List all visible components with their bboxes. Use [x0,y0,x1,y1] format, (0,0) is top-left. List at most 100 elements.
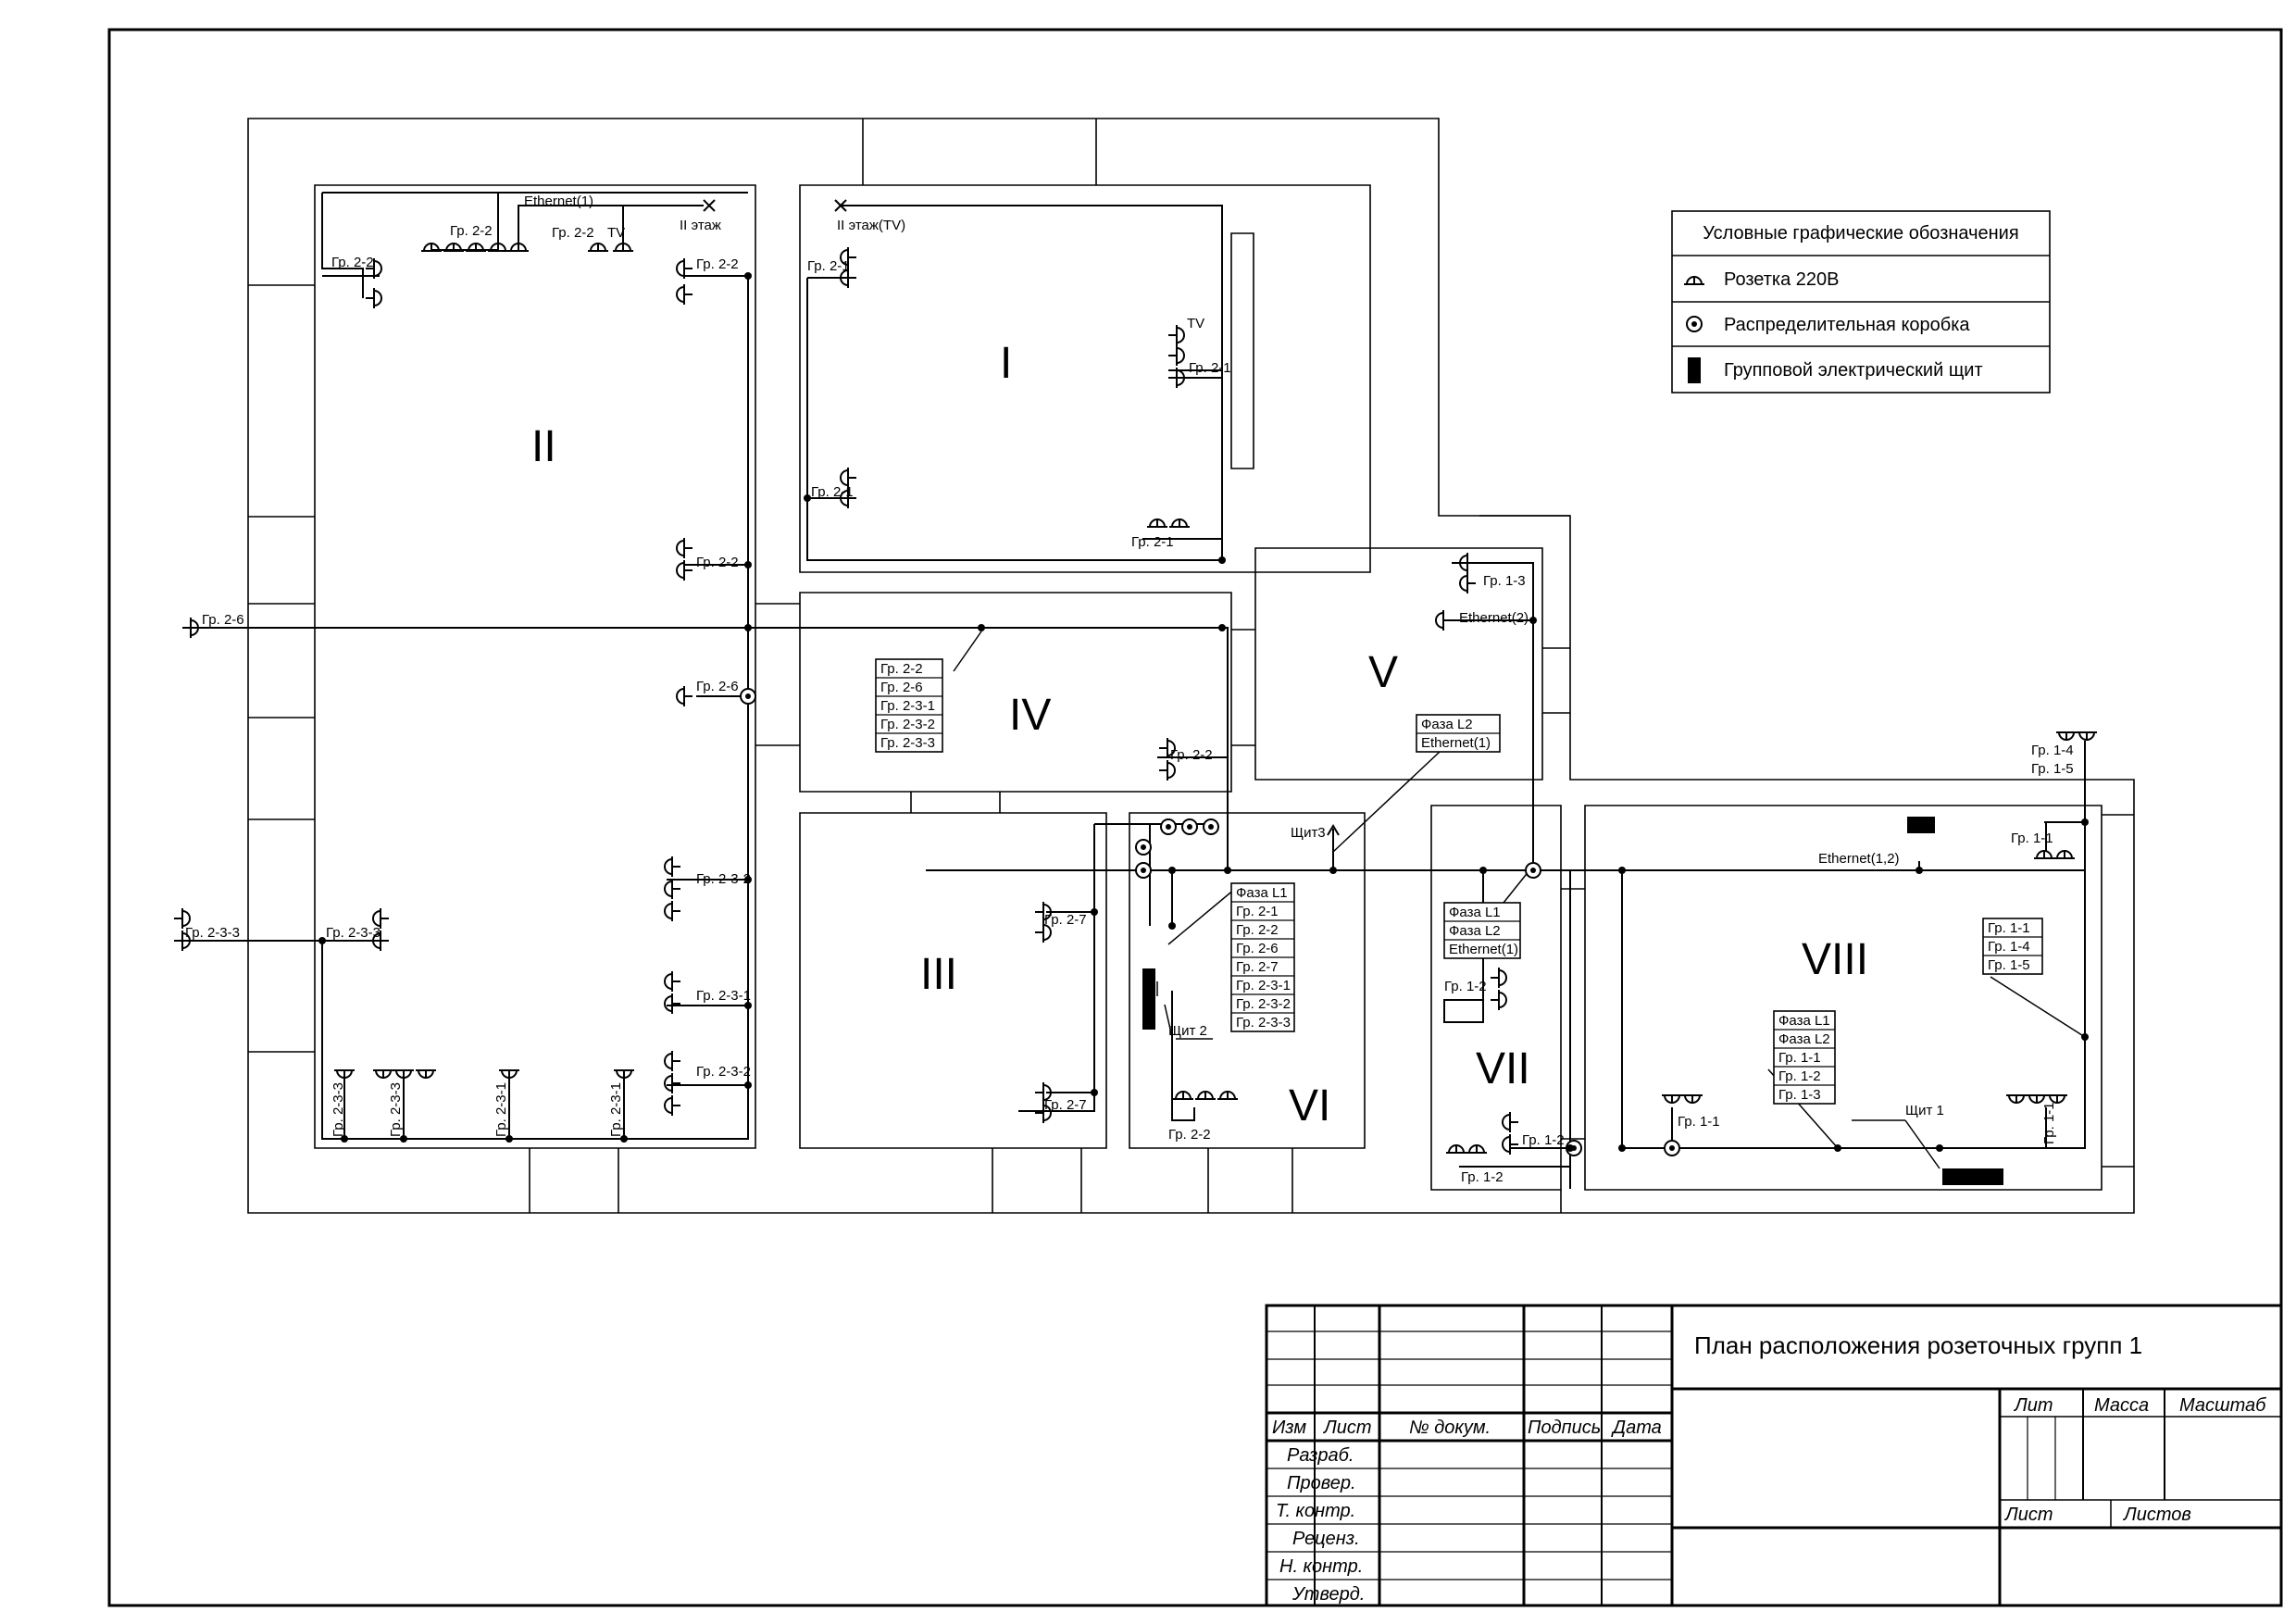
label-gr-2-1: Гр. 2-1 [1131,534,1174,550]
legend-junction-box: Распределительная коробка [1724,315,1970,335]
panel-ethernet-icon [1907,817,1935,833]
socket-icon [2033,849,2055,859]
label-gr-1-1: Гр. 1-1 [2041,1102,2057,1144]
label-tv: TV [1187,316,1204,331]
junction-box-icon [740,688,756,705]
label-gr-2-2: Гр. 2-2 [331,255,374,270]
label-floor2-tv: II этаж(TV) [837,218,905,233]
legend-socket: Розетка 220В [1724,269,1840,290]
legend: Условные графические обозначения Розетка… [1671,210,2051,394]
socket-icon [498,1069,520,1080]
label-gr-2-3-3: Гр. 2-3-3 [388,1082,404,1137]
socket-icon [415,1069,437,1080]
label-gr-1-2: Гр. 1-2 [1522,1132,1565,1148]
label-gr-1-3: Гр. 1-3 [1483,573,1526,589]
socket-icon [676,685,693,707]
label-panel-3: Щит3 [1291,825,1326,841]
socket-icon [1194,1090,1217,1100]
tag-row-label: Фаза L1 [1449,905,1501,920]
tag-row-label: Гр. 2-2 [880,661,923,677]
label-gr-2-3-3: Гр. 2-3-3 [326,925,381,941]
label-ethernet-2: Ethernet(2) [1459,610,1529,626]
tag-row-label: Гр. 2-3-1 [1236,978,1291,993]
label-gr-2-2: Гр. 2-2 [1168,1127,1211,1143]
cross-marks [703,199,1340,836]
tag-row-label: Гр. 1-1 [1778,1050,1821,1066]
socket-icon [420,242,443,252]
label-gr-2-7: Гр. 2-7 [1044,1097,1087,1113]
tag-row-label: Гр. 2-6 [1236,941,1279,956]
label-ethernet-1-2: Ethernet(1,2) [1818,851,1900,867]
socket-icon [612,242,634,252]
label-gr-1-2: Гр. 1-2 [1461,1169,1504,1185]
tag-row-label: Фаза L2 [1449,923,1501,939]
socket-icon [487,242,509,252]
label-gr-1-1: Гр. 1-1 [1678,1114,1720,1130]
socket-icon [1661,1094,1683,1105]
junction-box-icon [1160,818,1177,835]
junction-box-icon [1686,316,1703,332]
socket-icon [664,1094,681,1117]
title-block-text: План расположения розеточных групп 1 Изм… [1272,1331,2266,1605]
socket-icon [2053,849,2076,859]
socket-icon [1217,1090,1239,1100]
tag-row-label: Фаза L1 [1236,885,1288,901]
label-gr-1-1: Гр. 1-1 [2011,831,2053,846]
socket-icon [676,537,693,559]
socket-icon [664,1050,681,1072]
label-gr-2-3-1: Гр. 2-3-1 [493,1082,509,1137]
circuit-tag-tables: Гр. 2-2Гр. 2-6Гр. 2-3-1Гр. 2-3-2Гр. 2-3-… [875,658,2043,1105]
socket-icon [1459,572,1477,594]
sheet-frame [107,28,2283,1607]
socket-icon [1502,1111,1519,1133]
junction-box-icon [1525,862,1541,879]
socket-icon [1466,1143,1488,1154]
socket-icon [1158,759,1176,781]
socket-icon [676,559,693,581]
mass-header: Масса [2094,1395,2149,1416]
label-gr-2-2: Гр. 2-2 [450,223,493,239]
socket-icon [1683,275,1705,285]
socket-icon [1445,1143,1467,1154]
wiring-labels: Гр. 2-2 Гр. 2-2 Ethernet(1) Гр. 2-2 TV I… [185,194,2074,1185]
label-floor2: II этаж [680,218,721,233]
tag-table-iv [875,658,943,753]
socket-icon [664,878,681,900]
socket-icon [372,1069,394,1080]
socket-icon [1490,989,1507,1011]
label-gr-2-2: Гр. 2-2 [552,225,594,241]
label-gr-1-5: Гр. 1-5 [2031,761,2074,777]
socket-icon [1146,518,1168,528]
room-label-vi: VI [1289,1081,1330,1131]
col-sign: Подпись [1528,1418,1601,1438]
label-gr-2-7: Гр. 2-7 [1044,912,1087,928]
label-gr-1-4: Гр. 1-4 [2031,743,2074,758]
tag-row-label: Гр. 1-2 [1778,1068,1821,1084]
sheets-label: Листов [2122,1505,2191,1525]
socket-icon [2005,1094,2028,1105]
tag-row-label: Гр. 2-6 [880,680,923,695]
room-label-iv: IV [1009,691,1051,740]
socket-icon [1168,518,1191,528]
col-list: Лист [1322,1418,1372,1438]
socket-icon [664,900,681,922]
tag-table-viii_b [1982,918,2043,975]
col-date: Дата [1611,1418,1662,1438]
room-label-iii: III [920,950,957,999]
col-izm: Изм [1272,1418,1306,1438]
tag-row-label: Гр. 1-1 [1988,920,2030,936]
tag-row-label: Гр. 2-3-1 [880,698,935,714]
socket-icon [676,283,693,306]
label-gr-2-2: Гр. 2-2 [696,256,739,272]
row-razrab: Разраб. [1287,1445,1354,1466]
room-labels: II I IV V III VI VII VIII [531,339,1868,1131]
tag-row-label: Гр. 1-3 [1778,1087,1821,1103]
room-label-v: V [1368,648,1398,697]
tag-row-label: Гр. 2-7 [1236,959,1279,975]
room-label-i: I [1000,339,1012,388]
lit-header: Лит [2013,1395,2053,1416]
label-gr-1-2: Гр. 1-2 [1444,979,1487,994]
junction-box-icon [1664,1140,1680,1156]
label-panel-1: Щит 1 [1905,1103,1944,1118]
label-gr-2-1: Гр. 2-1 [1189,360,1231,376]
